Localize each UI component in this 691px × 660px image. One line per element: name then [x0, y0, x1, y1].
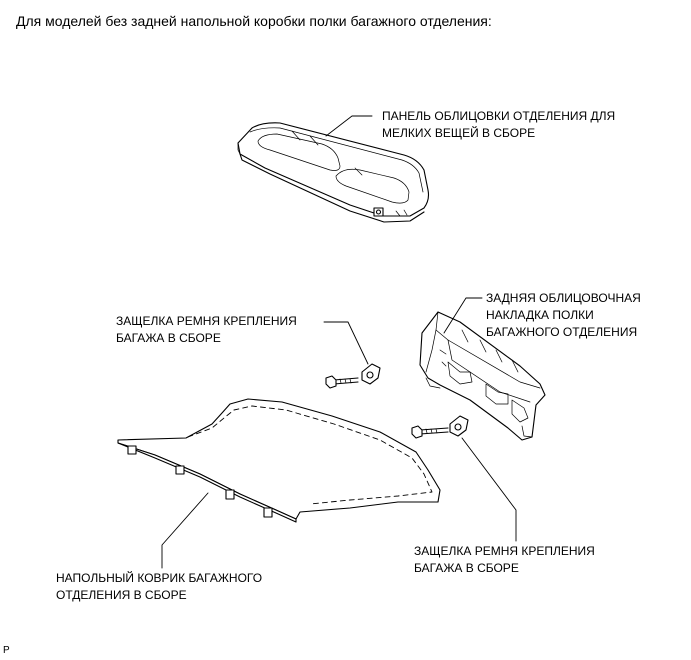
rear-cover-drawing — [419, 311, 546, 441]
right-hook-drawing — [411, 415, 469, 439]
floor-mat-leader — [161, 492, 209, 569]
left-hook-label: ЗАЩЕЛКА РЕМНЯ КРЕПЛЕНИЯ БАГАЖА В СБОРЕ — [116, 313, 297, 347]
right-hook-label-line2: БАГАЖА В СБОРЕ — [414, 561, 519, 575]
floor-mat-label-line2: ОТДЕЛЕНИЯ В СБОРЕ — [56, 588, 187, 602]
left-hook-label-line2: БАГАЖА В СБОРЕ — [116, 331, 221, 345]
left-hook-drawing — [325, 363, 381, 389]
rear-cover-label-line1: ЗАДНЯЯ ОБЛИЦОВОЧНАЯ — [486, 291, 641, 305]
left-hook-label-line1: ЗАЩЕЛКА РЕМНЯ КРЕПЛЕНИЯ — [116, 314, 297, 328]
right-hook-leader — [461, 437, 517, 542]
rear-cover-label: ЗАДНЯЯ ОБЛИЦОВОЧНАЯ НАКЛАДКА ПОЛКИ БАГАЖ… — [486, 290, 641, 341]
tray-trim-label-line1: ПАНЕЛЬ ОБЛИЦОВКИ ОТДЕЛЕНИЯ ДЛЯ — [382, 109, 616, 123]
tray-trim-label-line2: МЕЛКИХ ВЕЩЕЙ В СБОРЕ — [382, 126, 536, 140]
floor-mat-label: НАПОЛЬНЫЙ КОВРИК БАГАЖНОГО ОТДЕЛЕНИЯ В С… — [56, 570, 262, 604]
left-hook-leader — [323, 321, 369, 365]
rear-cover-leader — [443, 297, 483, 334]
right-hook-label: ЗАЩЕЛКА РЕМНЯ КРЕПЛЕНИЯ БАГАЖА В СБОРЕ — [414, 543, 595, 577]
floor-mat-drawing — [117, 398, 441, 523]
diagram-heading: Для моделей без задней напольной коробки… — [16, 13, 492, 29]
tray-trim-label: ПАНЕЛЬ ОБЛИЦОВКИ ОТДЕЛЕНИЯ ДЛЯ МЕЛКИХ ВЕ… — [382, 108, 615, 142]
floor-mat-label-line1: НАПОЛЬНЫЙ КОВРИК БАГАЖНОГО — [56, 571, 263, 585]
right-hook-label-line1: ЗАЩЕЛКА РЕМНЯ КРЕПЛЕНИЯ — [414, 544, 595, 558]
rear-cover-label-line3: БАГАЖНОГО ОТДЕЛЕНИЯ — [486, 325, 638, 339]
tray-trim-panel-drawing — [237, 122, 430, 223]
reference-mark: P — [3, 645, 10, 656]
tray-trim-leader — [325, 115, 373, 137]
rear-cover-label-line2: НАКЛАДКА ПОЛКИ — [486, 308, 594, 322]
